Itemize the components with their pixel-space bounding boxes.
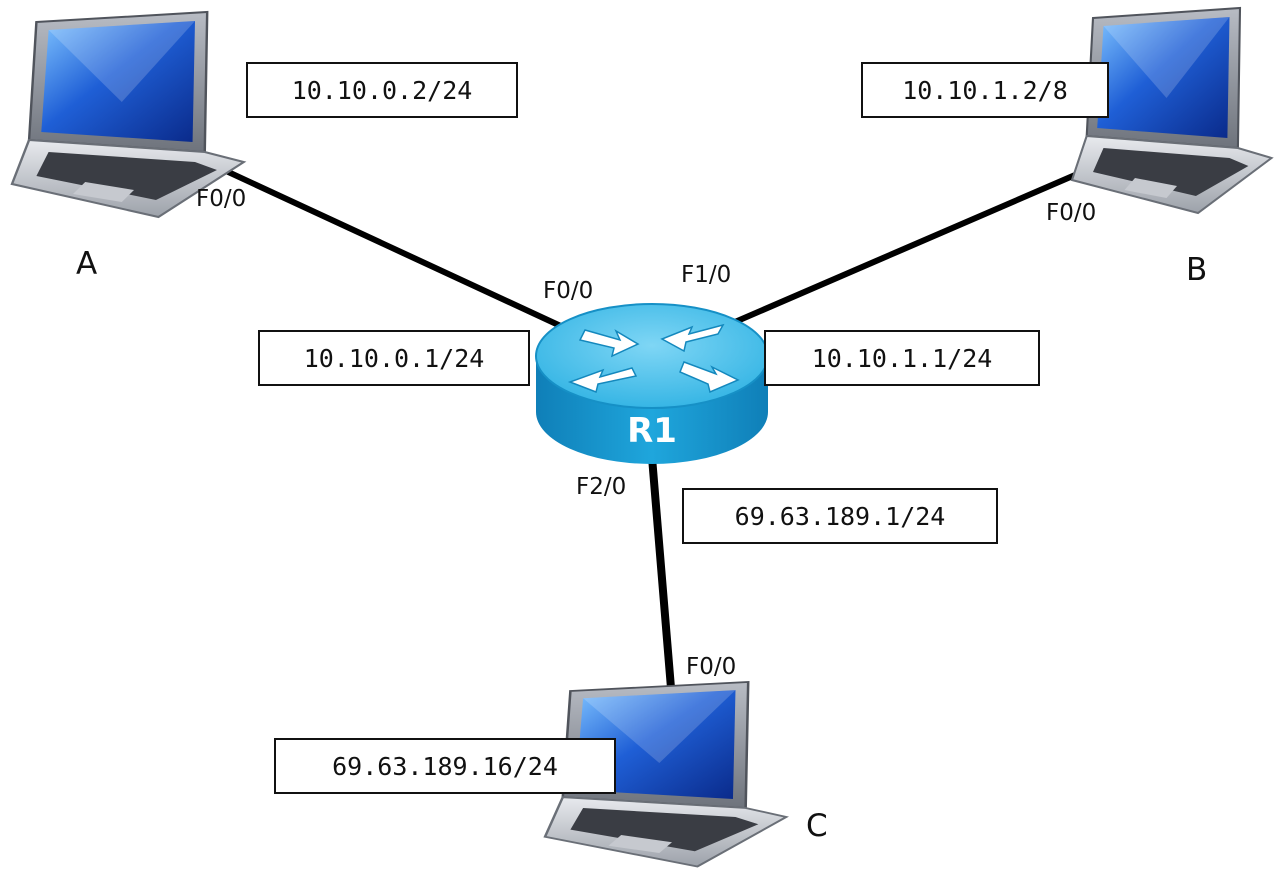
host-label-b: B xyxy=(1186,252,1208,288)
link-a-r1 xyxy=(167,142,568,331)
host-label-a: A xyxy=(76,246,98,282)
ip-box-r1-f0: 10.10.0.1/24 xyxy=(258,330,530,386)
router-r1: R1 xyxy=(535,303,769,464)
link-c-r1 xyxy=(647,441,675,692)
port-label-host-b: F0/0 xyxy=(1046,200,1097,226)
link-b-r1 xyxy=(725,169,1085,328)
port-label-r1-f2: F2/0 xyxy=(576,474,627,500)
router-icon xyxy=(535,303,769,464)
ip-box-host-c: 69.63.189.16/24 xyxy=(274,738,616,794)
port-label-host-a: F0/0 xyxy=(196,186,247,212)
port-label-host-c: F0/0 xyxy=(686,654,737,680)
ip-box-host-b: 10.10.1.2/8 xyxy=(861,62,1109,118)
ip-box-host-a: 10.10.0.2/24 xyxy=(246,62,518,118)
ip-box-r1-f2: 69.63.189.1/24 xyxy=(682,488,998,544)
port-label-r1-f0: F0/0 xyxy=(543,278,594,304)
router-label: R1 xyxy=(627,411,677,451)
host-label-c: C xyxy=(806,808,828,844)
ip-box-r1-f1: 10.10.1.1/24 xyxy=(764,330,1040,386)
port-label-r1-f1: F1/0 xyxy=(681,262,732,288)
